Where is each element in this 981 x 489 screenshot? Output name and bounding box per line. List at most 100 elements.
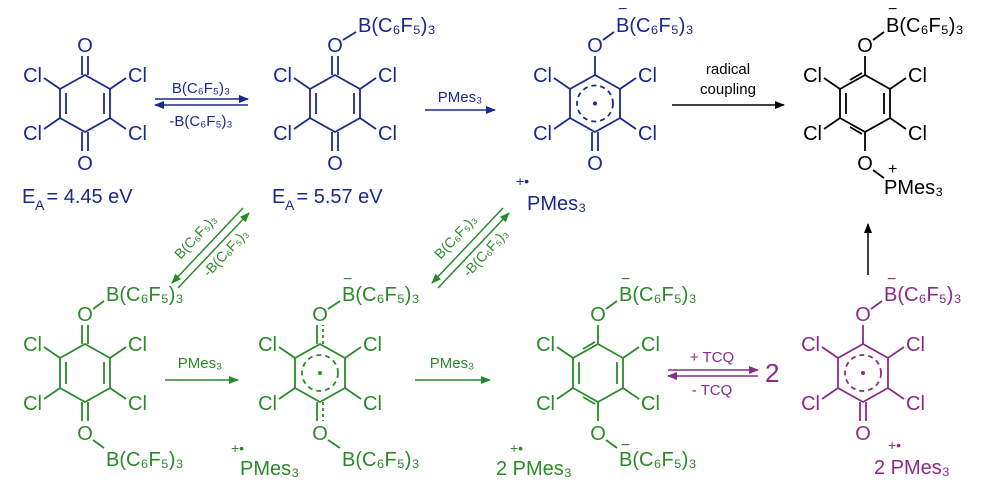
atom-oxygen: O — [590, 423, 606, 445]
atom-oxygen: O — [855, 423, 871, 445]
atom-oxygen: O — [77, 304, 93, 326]
reagent-plus-tcq: + TCQ — [690, 349, 734, 366]
atom-chlorine: Cl — [536, 334, 555, 356]
phosphonium-substituent: PMes₃ — [884, 177, 943, 199]
electron-affinity-subscript: A — [285, 197, 295, 213]
radical-cation-charge: +• — [231, 440, 244, 456]
atom-chlorine: Cl — [23, 393, 42, 415]
atom-chlorine: Cl — [908, 123, 927, 145]
boron-adduct-label: B(C₆F₅)₃ — [342, 284, 420, 306]
atom-chlorine: Cl — [273, 65, 292, 87]
boron-adduct-label: B(C₆F₅)₃ — [884, 284, 962, 306]
atom-chlorine: Cl — [536, 393, 555, 415]
atom-chlorine: Cl — [378, 65, 397, 87]
cation-charge: + — [888, 161, 897, 178]
boron-adduct-label: B(C₆F₅)₃ — [619, 284, 697, 306]
atom-chlorine: Cl — [128, 393, 147, 415]
atom-oxygen: O — [855, 304, 871, 326]
radical-coupling-label: coupling — [700, 81, 756, 98]
atom-chlorine: Cl — [128, 123, 147, 145]
reagent-pmes: PMes₃ — [430, 355, 474, 372]
radical-cation-charge: +• — [510, 440, 523, 456]
atom-chlorine: Cl — [363, 334, 382, 356]
phosphonium-borate-product: O − B(C₆F₅)₃ O + PMes₃ Cl Cl Cl Cl — [803, 1, 963, 199]
atom-chlorine: Cl — [906, 334, 925, 356]
tcq-molecule: O O Cl Cl Cl Cl — [23, 35, 147, 175]
atom-chlorine: Cl — [258, 334, 277, 356]
anion-charge: − — [888, 1, 897, 18]
phosphonium-counterion: PMes₃ — [527, 193, 586, 215]
atom-chlorine: Cl — [23, 65, 42, 87]
atom-chlorine: Cl — [641, 393, 660, 415]
atom-oxygen: O — [77, 35, 93, 57]
boron-adduct-label: B(C₆F₅)₃ — [886, 15, 964, 37]
anion-charge: − — [621, 437, 630, 454]
boron-adduct-label: B(C₆F₅)₃ — [616, 15, 694, 37]
equilibrium-arrow-borane-2 — [171, 207, 250, 289]
atom-oxygen: O — [327, 153, 343, 175]
atom-chlorine: Cl — [803, 65, 822, 87]
equilibrium-arrow-borane-3 — [431, 207, 510, 289]
boron-adduct-label: B(C₆F₅)₃ — [358, 15, 436, 37]
atom-oxygen: O — [857, 153, 873, 175]
atom-oxygen: O — [590, 304, 606, 326]
atom-chlorine: Cl — [533, 123, 552, 145]
stoichiometric-coefficient: 2 — [765, 358, 779, 388]
atom-chlorine: Cl — [23, 334, 42, 356]
anion-charge: − — [343, 271, 352, 288]
tcq-bis-borane-adduct: O B(C₆F₅)₃ O B(C₆F₅)₃ Cl Cl Cl Cl — [23, 284, 183, 471]
reagent-pmes: PMes₃ — [438, 89, 482, 106]
atom-oxygen: O — [312, 423, 328, 445]
tcq-borane-adduct: O B(C₆F₅)₃ O Cl Cl Cl Cl — [273, 15, 435, 175]
equilibrium-arrow-borane-1 — [154, 95, 249, 109]
atom-oxygen: O — [587, 35, 603, 57]
atom-chlorine: Cl — [908, 65, 927, 87]
atom-chlorine: Cl — [801, 334, 820, 356]
reagent-pmes: PMes₃ — [178, 355, 222, 372]
atom-chlorine: Cl — [128, 334, 147, 356]
phosphonium-counterion: PMes₃ — [240, 458, 299, 480]
atom-chlorine: Cl — [533, 65, 552, 87]
boron-adduct-label: B(C₆F₅)₃ — [106, 284, 184, 306]
phosphonium-counterion: 2 PMes₃ — [496, 458, 572, 480]
boron-adduct-label: B(C₆F₅)₃ — [106, 449, 184, 471]
semiquinone-radical-anion: O − B(C₆F₅)₃ O Cl Cl Cl Cl +• PMes₃ — [516, 1, 694, 215]
atom-chlorine: Cl — [363, 393, 382, 415]
anion-charge: − — [618, 1, 627, 18]
electron-affinity-adduct: E = 5.57 eV — [272, 186, 383, 208]
atom-chlorine: Cl — [803, 123, 822, 145]
atom-oxygen: O — [587, 153, 603, 175]
atom-chlorine: Cl — [258, 393, 277, 415]
boron-adduct-label: B(C₆F₅)₃ — [619, 449, 697, 471]
bis-borane-radical-anion: O − B(C₆F₅)₃ O B(C₆F₅)₃ Cl Cl Cl Cl +• P… — [231, 271, 420, 480]
electron-affinity-subscript: A — [35, 197, 45, 213]
anion-charge: − — [887, 271, 896, 288]
atom-chlorine: Cl — [128, 65, 147, 87]
reagent-borane: B(C₆F₅)₃ — [172, 80, 230, 97]
boron-adduct-label: B(C₆F₅)₃ — [342, 449, 420, 471]
radical-cation-charge: +• — [516, 173, 529, 189]
atom-oxygen: O — [327, 35, 343, 57]
radical-coupling-label: radical — [706, 61, 750, 78]
equilibrium-arrow-tcq — [667, 366, 759, 380]
reagent-minus-tcq: - TCQ — [692, 382, 733, 399]
atom-oxygen: O — [857, 35, 873, 57]
atom-chlorine: Cl — [641, 334, 660, 356]
atom-chlorine: Cl — [378, 123, 397, 145]
atom-chlorine: Cl — [273, 123, 292, 145]
atom-chlorine: Cl — [638, 65, 657, 87]
atom-chlorine: Cl — [638, 123, 657, 145]
atom-chlorine: Cl — [23, 123, 42, 145]
semiquinone-radical-anion-purple: O − B(C₆F₅)₃ O Cl Cl Cl Cl +• 2 PMes₃ — [801, 271, 961, 479]
phosphonium-counterion: 2 PMes₃ — [874, 457, 950, 479]
bis-borane-dianion: O − B(C₆F₅)₃ O − B(C₆F₅)₃ Cl Cl Cl Cl +•… — [496, 271, 697, 480]
atom-chlorine: Cl — [801, 393, 820, 415]
atom-chlorine: Cl — [906, 393, 925, 415]
reagent-minus-borane: -B(C₆F₅)₃ — [169, 113, 232, 130]
atom-oxygen: O — [312, 304, 328, 326]
electron-affinity-tcq: E = 4.45 eV — [22, 186, 133, 208]
atom-oxygen: O — [77, 423, 93, 445]
radical-cation-charge: +• — [888, 437, 901, 453]
